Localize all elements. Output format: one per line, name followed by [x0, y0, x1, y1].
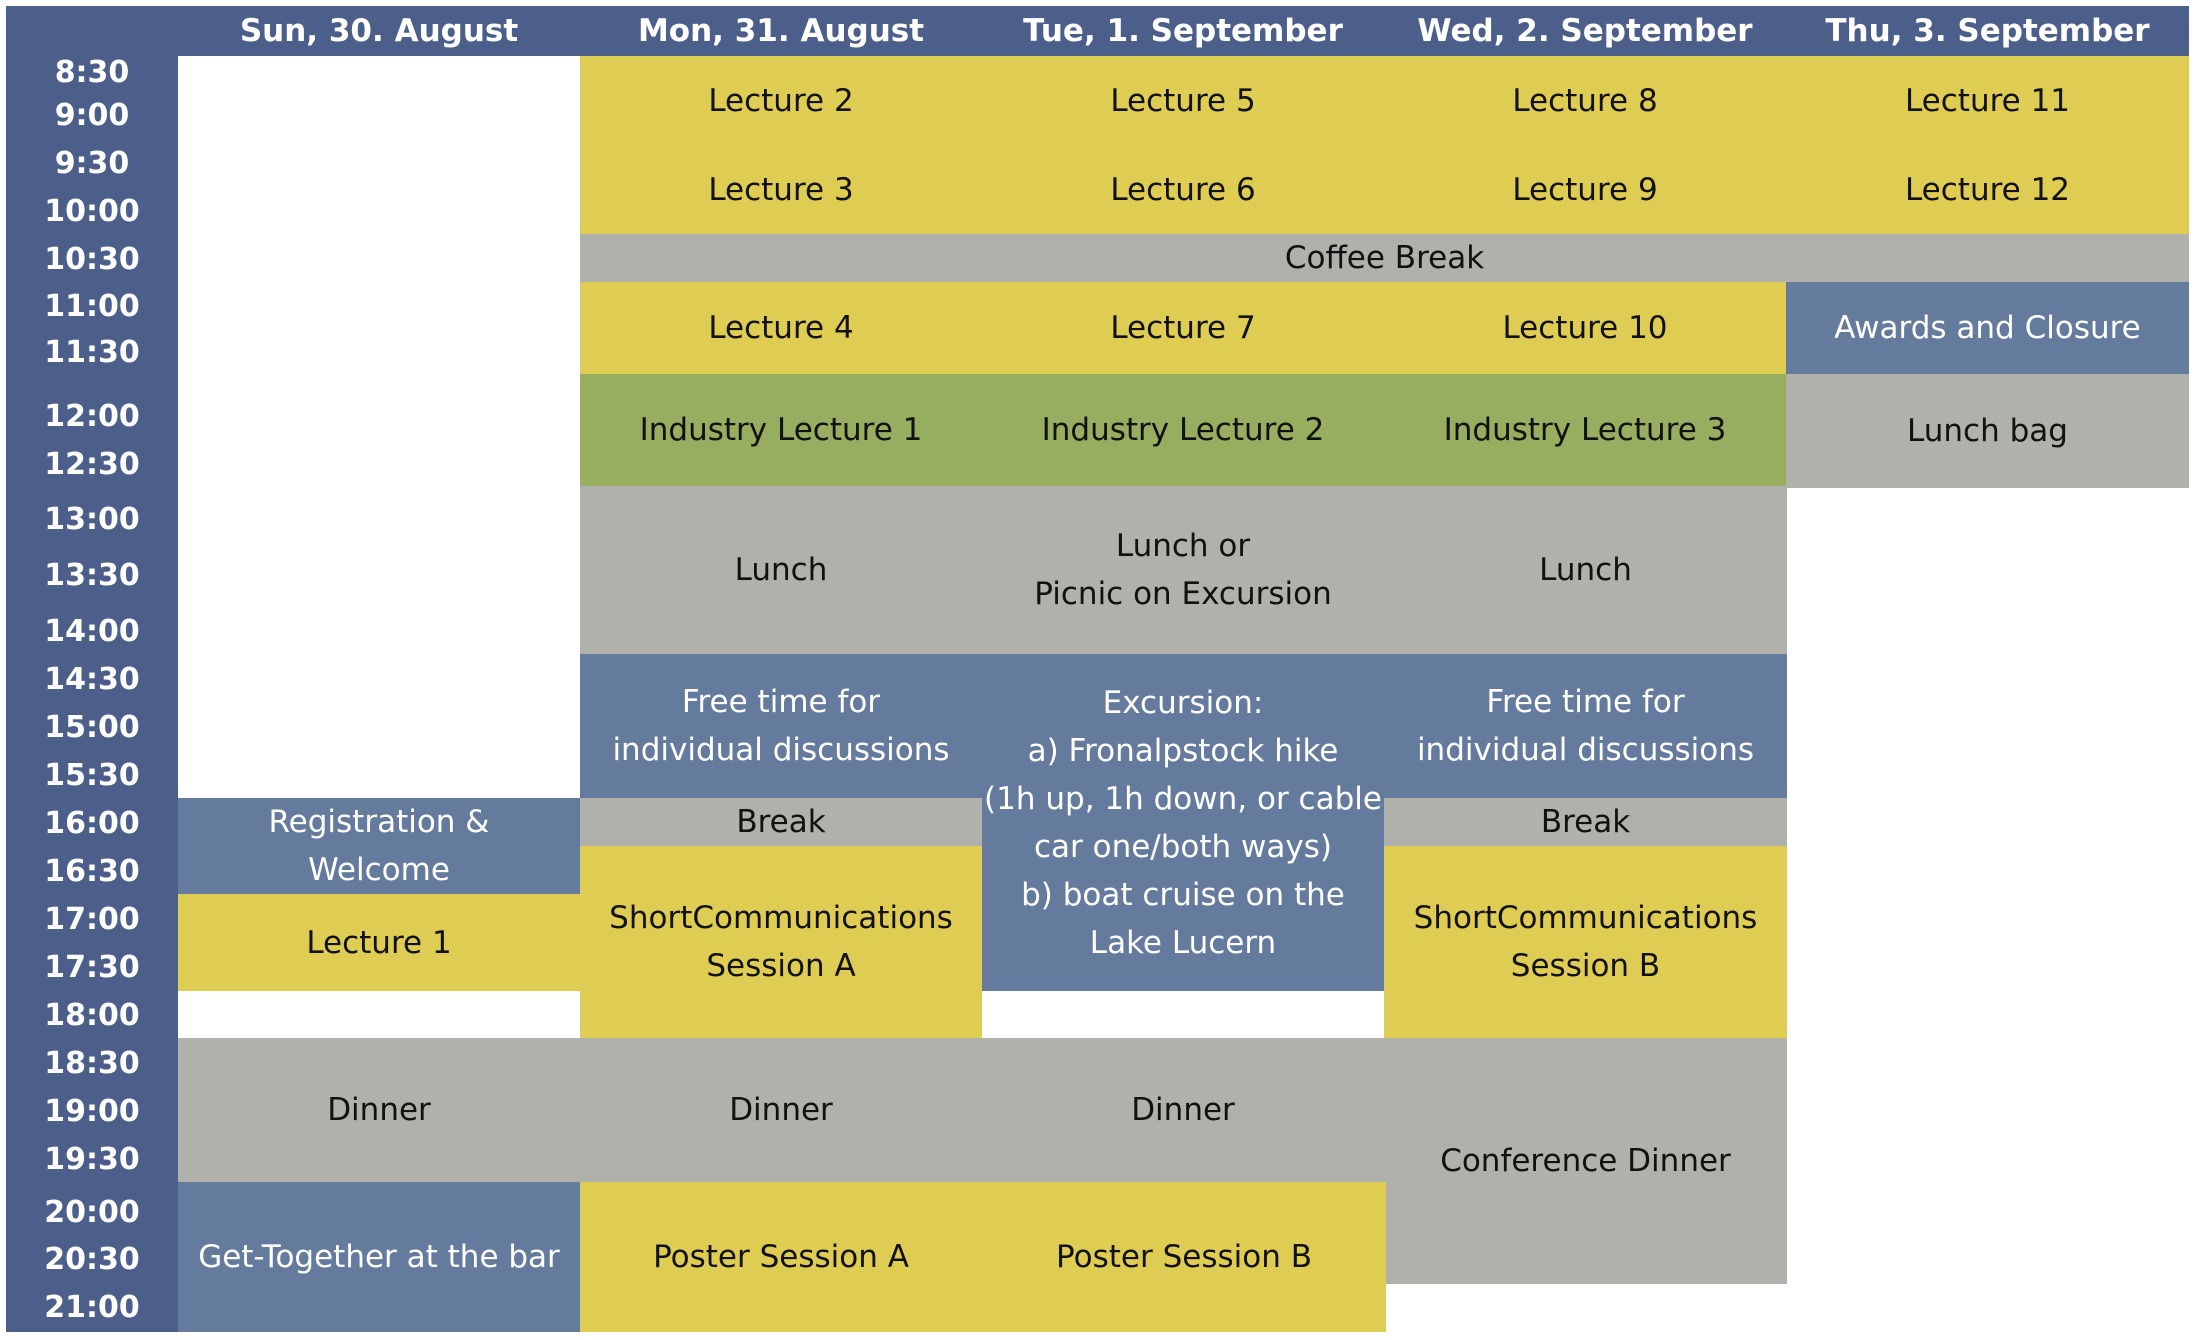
event-get-together: Get-Together at the bar [178, 1182, 580, 1332]
day-header-sun: Sun, 30. August [239, 13, 519, 49]
event-excursion: Excursion: a) Fronalpstock hike (1h up, … [982, 654, 1384, 991]
event-lecture-3: Lecture 3 [580, 146, 982, 234]
day-header-row [6, 6, 2189, 56]
event-poster-session-a: Poster Session A [580, 1182, 982, 1332]
event-industry-lecture-3: Industry Lecture 3 [1384, 374, 1786, 486]
time-label: 18:30 [44, 1046, 140, 1081]
event-lecture-5: Lecture 5 [982, 56, 1384, 146]
event-industry-lecture-1: Industry Lecture 1 [580, 374, 982, 486]
time-label: 9:00 [54, 98, 130, 133]
time-label: 12:30 [44, 447, 140, 482]
event-lunch-or-picnic: Lunch or Picnic on Excursion [982, 486, 1384, 654]
time-label: 19:30 [44, 1142, 140, 1177]
event-registration-welcome: Registration & Welcome [178, 798, 580, 894]
event-dinner: Dinner [580, 1038, 982, 1182]
event-dinner: Dinner [982, 1038, 1384, 1182]
event-free-time: Free time for individual discussions [1384, 654, 1787, 798]
event-lecture-12: Lecture 12 [1786, 146, 2189, 234]
time-label: 16:30 [44, 854, 140, 889]
event-short-communications-a: ShortCommunications Session A [580, 846, 982, 1038]
event-lecture-8: Lecture 8 [1384, 56, 1786, 146]
time-label: 10:30 [44, 242, 140, 277]
time-label: 20:30 [44, 1242, 140, 1277]
event-lunch-bag: Lunch bag [1786, 374, 2189, 488]
event-break: Break [1384, 798, 1787, 846]
time-label: 20:00 [44, 1195, 140, 1230]
time-label: 17:00 [44, 902, 140, 937]
time-label: 13:00 [44, 502, 140, 537]
event-lecture-2: Lecture 2 [580, 56, 982, 146]
time-label: 19:00 [44, 1094, 140, 1129]
time-label: 11:30 [44, 335, 140, 370]
event-lunch: Lunch [580, 486, 982, 654]
event-lecture-10: Lecture 10 [1384, 282, 1786, 374]
day-header-thu: Thu, 3. September [1825, 13, 2150, 49]
time-label: 14:00 [44, 614, 140, 649]
time-label: 8:30 [54, 55, 130, 90]
event-coffee-break: Coffee Break [580, 234, 2189, 282]
time-label: 11:00 [44, 289, 140, 324]
event-short-communications-b: ShortCommunications Session B [1384, 846, 1787, 1038]
event-lecture-1: Lecture 1 [178, 894, 580, 991]
time-label: 18:00 [44, 998, 140, 1033]
event-conference-dinner: Conference Dinner [1384, 1038, 1787, 1284]
event-lecture-9: Lecture 9 [1384, 146, 1786, 234]
time-label: 10:00 [44, 194, 140, 229]
time-label: 14:30 [44, 662, 140, 697]
day-header-mon: Mon, 31. August [637, 13, 925, 49]
time-label: 16:00 [44, 806, 140, 841]
time-label: 15:00 [44, 710, 140, 745]
event-poster-session-b: Poster Session B [982, 1182, 1386, 1332]
event-lecture-6: Lecture 6 [982, 146, 1384, 234]
day-header-wed: Wed, 2. September [1417, 13, 1753, 49]
time-label: 17:30 [44, 950, 140, 985]
time-label: 15:30 [44, 758, 140, 793]
event-awards-closure: Awards and Closure [1786, 282, 2189, 374]
event-industry-lecture-2: Industry Lecture 2 [982, 374, 1384, 486]
time-column [6, 6, 178, 1332]
event-lecture-4: Lecture 4 [580, 282, 982, 374]
time-label: 13:30 [44, 558, 140, 593]
event-dinner: Dinner [178, 1038, 580, 1182]
time-label: 21:00 [44, 1290, 140, 1325]
day-header-tue: Tue, 1. September [1023, 13, 1343, 49]
event-lecture-7: Lecture 7 [982, 282, 1384, 374]
event-lunch: Lunch [1384, 486, 1787, 654]
time-label: 9:30 [54, 146, 130, 181]
time-label: 12:00 [44, 399, 140, 434]
event-lecture-11: Lecture 11 [1786, 56, 2189, 146]
event-break: Break [580, 798, 982, 846]
event-free-time: Free time for individual discussions [580, 654, 982, 798]
